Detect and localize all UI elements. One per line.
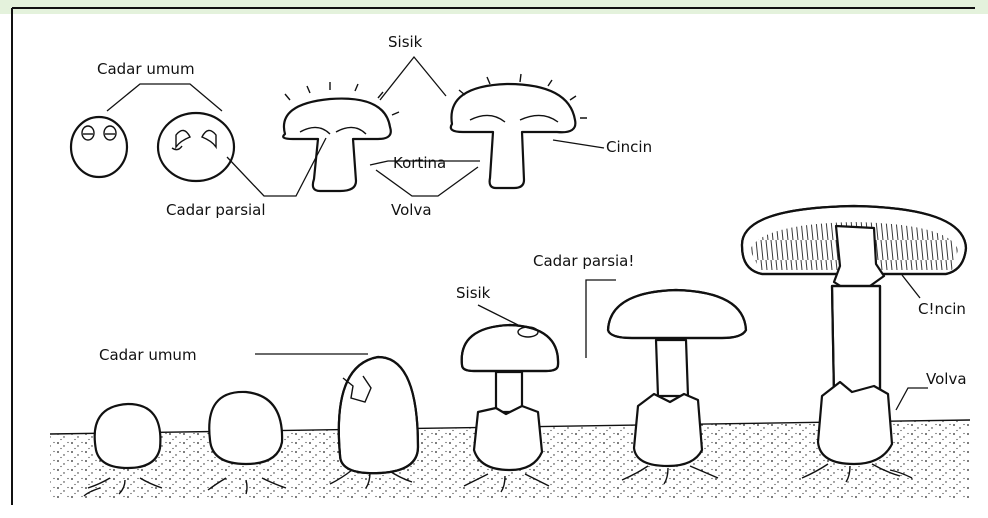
stage-egg-1 xyxy=(71,117,127,177)
stage-bulb-2 xyxy=(209,392,282,464)
label-cadar-parsial-top: Cadar parsial xyxy=(166,201,266,219)
label-volva-bottom: Volva xyxy=(926,370,967,388)
label-kortina: Kortina xyxy=(393,154,446,172)
label-sisik-bottom: Sisik xyxy=(456,284,491,302)
label-cadar-umum-bottom: Cadar umum xyxy=(99,346,197,364)
label-cincin-bottom: C!ncin xyxy=(918,300,966,318)
stage-bulb-1 xyxy=(95,404,161,468)
label-cincin-top: Cincin xyxy=(606,138,652,156)
label-volva-top: Volva xyxy=(391,201,432,219)
stage-egg-2 xyxy=(158,113,234,181)
label-cadar-parsial-bottom: Cadar parsia! xyxy=(533,252,634,270)
label-sisik-top: Sisik xyxy=(388,33,423,51)
stage-bulb-3 xyxy=(339,357,418,473)
label-cadar-umum-top: Cadar umum xyxy=(97,60,195,78)
stage-mature-top xyxy=(451,74,587,188)
